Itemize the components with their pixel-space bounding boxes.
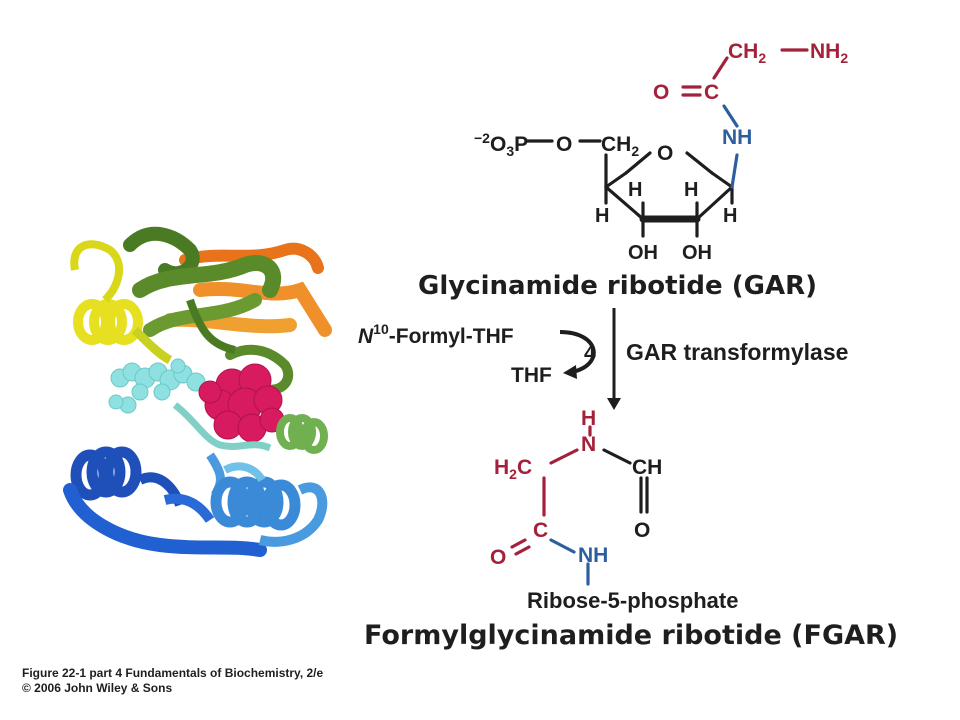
caption-line-2: © 2006 John Wiley & Sons — [22, 681, 172, 695]
cofactor-in: N10-Formyl-THF — [358, 321, 514, 348]
fgar-carbonyl-carbon: C — [533, 519, 548, 542]
step-number: 4 — [584, 342, 596, 365]
gar-nh: NH — [722, 126, 752, 149]
gar-h-c1: H — [684, 179, 698, 201]
fgar-structure: H N CH H2C C O O NH Ribose-5-phosphate F… — [364, 407, 898, 651]
gar-ring-oxygen: O — [657, 142, 673, 165]
gar-oh-c2: OH — [682, 242, 712, 264]
gar-glycine-ch2: CH2 — [728, 40, 766, 66]
gar-linking-oxygen: O — [556, 133, 572, 156]
fgar-formyl-oxygen: O — [634, 519, 650, 542]
gar-carbonyl-carbon: C — [704, 81, 719, 104]
gar-oh-c3: OH — [628, 242, 658, 264]
gar-phosphate: −2O3P — [474, 130, 528, 159]
gar-c5-ch2: CH2 — [601, 133, 639, 159]
fgar-ribose-5-phosphate: Ribose-5-phosphate — [527, 588, 738, 613]
gar-h-c4: H — [628, 179, 642, 201]
reaction-arrowhead — [607, 398, 621, 410]
figure-caption: Figure 22-1 part 4 Fundamentals of Bioch… — [22, 666, 324, 695]
gar-name: Glycinamide ribotide (GAR) — [418, 271, 817, 301]
fgar-h2c: H2C — [494, 456, 532, 482]
reaction-step: N10-Formyl-THF THF 4 GAR transformylase — [358, 308, 848, 410]
gar-amino-nh2: NH2 — [810, 40, 848, 66]
cofactor-out: THF — [511, 364, 552, 387]
fgar-name: Formylglycinamide ribotide (FGAR) — [364, 620, 898, 651]
caption-line-1: Figure 22-1 part 4 Fundamentals of Bioch… — [22, 666, 324, 680]
protein-structure-image — [63, 226, 332, 557]
enzyme-name: GAR transformylase — [626, 339, 848, 365]
gar-h-c3: H — [595, 205, 609, 227]
fgar-carbonyl-oxygen: O — [490, 546, 506, 569]
fgar-n: N — [581, 433, 596, 456]
fgar-nh: NH — [578, 544, 608, 567]
n-glycosidic-bond — [730, 153, 739, 189]
gar-carbonyl-oxygen: O — [653, 81, 669, 104]
cofactor-arrowhead — [563, 365, 577, 379]
cofactor-curved-arrow — [559, 330, 596, 374]
gar-h-c2: H — [723, 205, 737, 227]
fgar-h: H — [581, 407, 596, 430]
amide-bond-blue — [722, 104, 739, 128]
gar-structure: −2O3P O CH2 O NH O C CH2 NH2 H H H H OH … — [418, 40, 848, 301]
fgar-formyl-ch: CH — [632, 456, 662, 479]
